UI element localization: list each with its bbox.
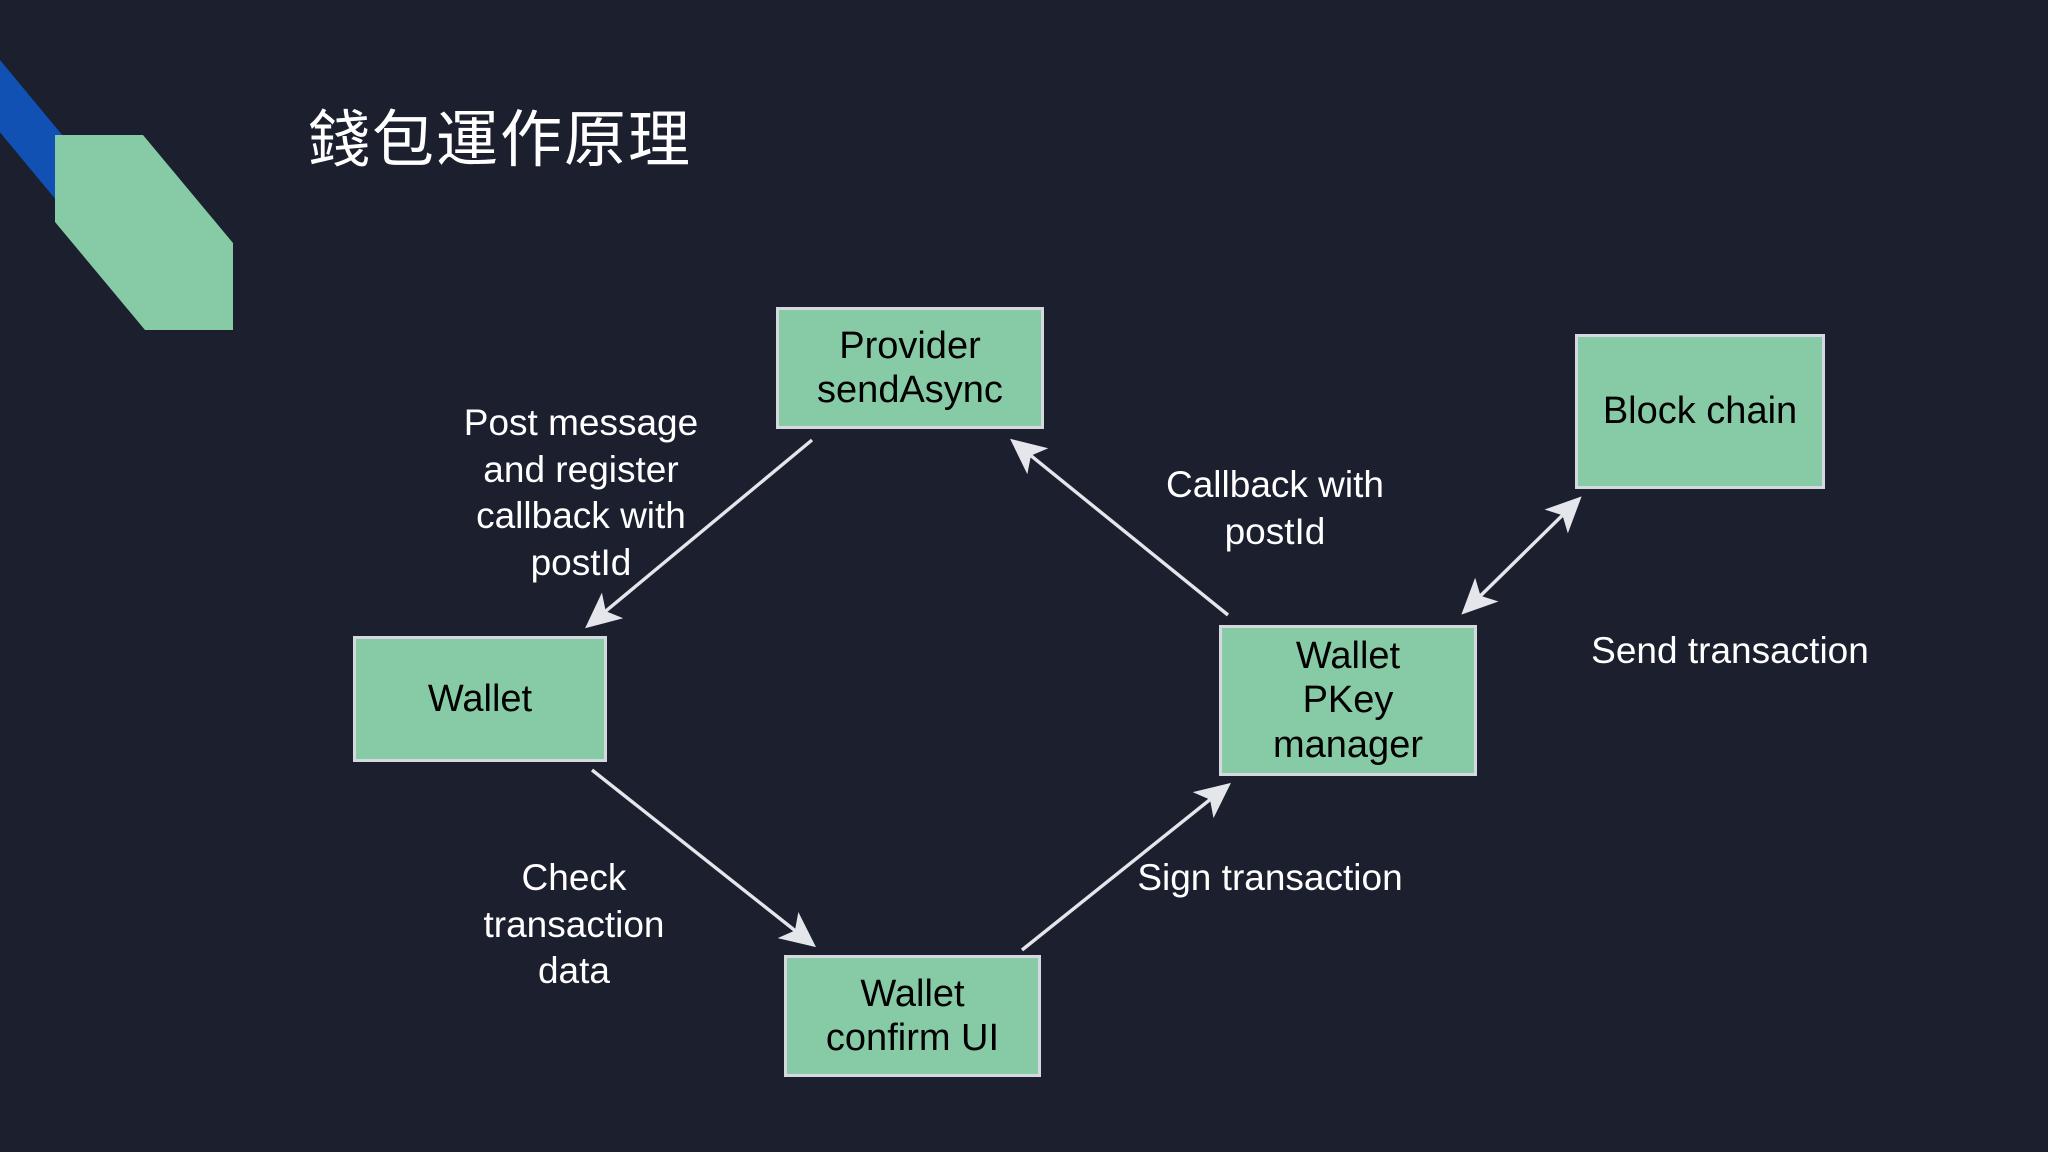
node-provider-sendasync[interactable]: Provider sendAsync (776, 307, 1044, 429)
node-wallet-confirm-ui[interactable]: Wallet confirm UI (784, 955, 1041, 1077)
edge-label-sign-transaction: Sign transaction (1137, 857, 1403, 898)
edge-label-check-transaction: Check transaction data (483, 857, 665, 992)
page-title: 錢包運作原理 (308, 106, 693, 175)
edge-post-message (585, 438, 814, 629)
edge-sign-transaction (1020, 782, 1231, 952)
edge-label-send-transaction: Send transaction (1591, 630, 1869, 671)
node-block-chain[interactable]: Block chain (1575, 334, 1825, 489)
edge-label-callback-postid: Callback with postId (1166, 464, 1384, 552)
node-wallet-pkey-manager[interactable]: Wallet PKey manager (1219, 625, 1477, 776)
edge-send-transaction (1461, 496, 1582, 615)
edge-label-post-message: Post message and register callback with … (463, 402, 699, 583)
edge-check-transaction-data (590, 768, 817, 948)
edge-callback-postid (1010, 438, 1230, 617)
node-wallet[interactable]: Wallet (353, 636, 607, 762)
